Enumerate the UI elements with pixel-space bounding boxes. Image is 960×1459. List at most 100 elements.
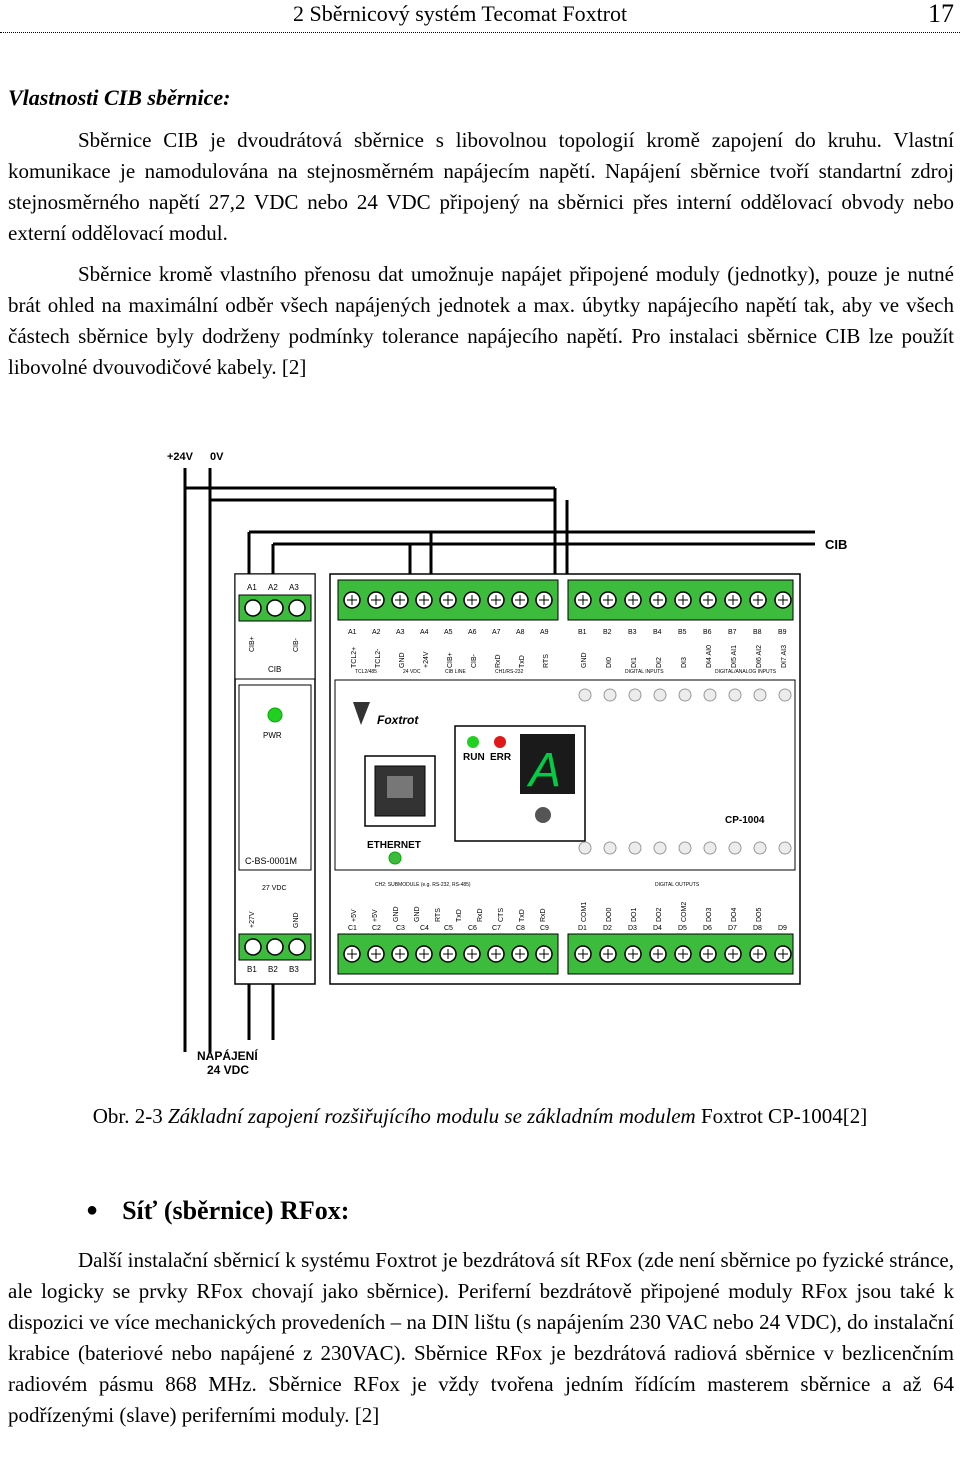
- c-pin: RxD: [477, 908, 484, 922]
- d-pin: DO1: [631, 908, 638, 923]
- c-terminal: C9: [540, 925, 549, 932]
- d-terminal: D3: [628, 925, 637, 932]
- lm-pin-27v: +27V: [249, 911, 256, 928]
- a-terminal: A2: [372, 629, 381, 636]
- d-terminal: D5: [678, 925, 687, 932]
- b-pin: DI3: [681, 657, 688, 668]
- output-led: [678, 841, 692, 855]
- paragraph-cib-1: Sběrnice CIB je dvoudrátová sběrnice s l…: [8, 128, 954, 245]
- d-terminal: D2: [603, 925, 612, 932]
- c-group: CH2: SUBMODULE (e.g. RS-232, RS-485): [375, 882, 471, 888]
- a-group-1: TCL2/485: [355, 669, 377, 675]
- b-pin: DI1: [631, 657, 638, 668]
- d-pin: COM2: [681, 902, 688, 922]
- a-terminal: A9: [540, 629, 549, 636]
- b-terminal: B1: [578, 629, 587, 636]
- bullet-dot-icon: ●: [86, 1199, 99, 1221]
- b-terminal: B8: [753, 629, 762, 636]
- input-leds: [578, 688, 792, 702]
- run-label: RUN: [463, 752, 485, 763]
- lm-top-screws: [244, 599, 306, 617]
- left-module-c-bs-0001m: A1 A2 A3 CIB+ CIB- CIB PWR C-BS-0001M 27…: [234, 573, 316, 985]
- b-group-2: DIGITAL/ANALOG INPUTS: [715, 669, 777, 675]
- c-pin: TxD: [456, 909, 463, 922]
- lm-supply-label: 27 VDC: [262, 885, 287, 892]
- ethernet-led: [388, 851, 402, 865]
- input-led: [628, 688, 642, 702]
- a-terminal: A4: [420, 629, 429, 636]
- a-pin: GND: [399, 652, 406, 668]
- d-pin: DO2: [656, 908, 663, 923]
- d-terminal: D9: [778, 925, 787, 932]
- input-led: [678, 688, 692, 702]
- output-leds: [578, 841, 792, 855]
- b-terminal: B7: [728, 629, 737, 636]
- output-led: [703, 841, 717, 855]
- power-wires: [183, 468, 569, 1052]
- section-title: Vlastnosti CIB sběrnice:: [8, 85, 231, 110]
- b-pin: DI5 AI1: [731, 645, 738, 668]
- c-terminal: C5: [444, 925, 453, 932]
- a-pin: TCL2+: [351, 647, 358, 668]
- a-pin: RxD: [495, 654, 502, 668]
- b-pin: DI7 AI3: [781, 645, 788, 668]
- a-pin: TxD: [519, 655, 526, 668]
- input-led: [778, 688, 792, 702]
- input-led: [653, 688, 667, 702]
- figure-caption: Obr. 2-3 Základní zapojení rozšiřujícího…: [92, 1104, 868, 1128]
- output-led: [653, 841, 667, 855]
- a-pin: RTS: [543, 654, 550, 668]
- brand-logo-mark: [353, 702, 370, 725]
- d-terminal: D1: [578, 925, 587, 932]
- b-terminal: B5: [678, 629, 687, 636]
- a-terminal: A3: [396, 629, 405, 636]
- a-group-2: 24 VDC: [403, 669, 421, 675]
- d-pin: COM1: [581, 902, 588, 922]
- c-pin: TxD: [519, 909, 526, 922]
- c-terminal: C8: [516, 925, 525, 932]
- c-terminal: C7: [492, 925, 501, 932]
- ethernet-port: [374, 765, 426, 817]
- d-terminal: D4: [653, 925, 662, 932]
- output-led: [578, 841, 592, 855]
- pwr-label: PWR: [263, 731, 282, 740]
- c-terminal: C3: [396, 925, 405, 932]
- a-pin: +24V: [423, 651, 430, 668]
- a-pin: CIB-: [471, 653, 478, 668]
- c-terminal: C2: [372, 925, 381, 932]
- diagram-svg: +24V 0V CIB A1 A2 A3 CIB+ CIB- CIB: [167, 451, 847, 1077]
- b-pin: DI4 AI0: [706, 645, 713, 668]
- lm-terminal-a3: A3: [289, 583, 299, 592]
- a-terminal: A7: [492, 629, 501, 636]
- d-terminal: D7: [728, 925, 737, 932]
- run-led: [467, 736, 479, 748]
- page-header: 2 Sběrnicový systém Tecomat Foxtrot 17: [0, 0, 960, 33]
- lm-model: C-BS-0001M: [245, 856, 297, 866]
- output-led: [753, 841, 767, 855]
- lm-terminal-a2: A2: [268, 583, 278, 592]
- ethernet-label: ETHERNET: [367, 840, 421, 851]
- lm-terminal-a1: A1: [247, 583, 257, 592]
- a-screws: [343, 591, 553, 609]
- input-led: [603, 688, 617, 702]
- b-pin: DI6 AI2: [756, 645, 763, 668]
- lm-terminal-b3: B3: [289, 965, 299, 974]
- d-screws: [574, 945, 792, 963]
- bullet-heading: ●Síť (sběrnice) RFox:: [86, 1196, 350, 1225]
- input-led: [703, 688, 717, 702]
- d-pin: DO3: [706, 908, 713, 923]
- c-pin: RTS: [435, 908, 442, 922]
- d-pin: DO5: [756, 908, 763, 923]
- b-terminal: B9: [778, 629, 787, 636]
- seven-segment-display: [520, 734, 575, 794]
- c-pin: GND: [414, 906, 421, 922]
- output-led: [778, 841, 792, 855]
- paragraph-cib-2: Sběrnice kromě vlastního přenosu dat umo…: [8, 262, 954, 379]
- mode-button[interactable]: [535, 807, 551, 823]
- label-0v: 0V: [210, 451, 224, 463]
- a-group-4: CH1/RS-232: [495, 669, 524, 675]
